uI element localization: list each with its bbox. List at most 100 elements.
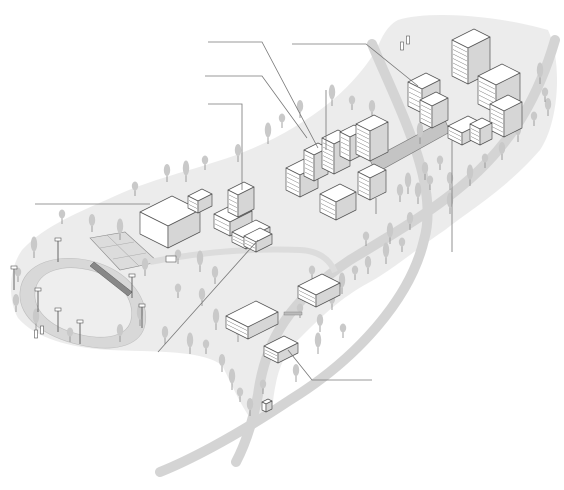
tree-icon: [436, 155, 444, 170]
tree-icon: [466, 164, 474, 186]
tree-icon: [404, 172, 412, 194]
gate-icon: [406, 35, 410, 45]
tree-icon: [32, 308, 40, 330]
leader-line-2: [292, 43, 419, 87]
tree-icon: [530, 111, 538, 126]
tree-icon: [66, 327, 74, 342]
tree-icon: [163, 164, 171, 182]
floodlight-icon: [138, 303, 146, 328]
tree-icon: [446, 172, 454, 190]
building-tower-east: [451, 28, 491, 85]
leader-line-3: [205, 75, 308, 139]
floodlight-icon: [10, 265, 18, 290]
tree-icon: [396, 184, 404, 202]
tree-icon: [131, 181, 139, 196]
building-complex-east: [477, 63, 523, 138]
leader-line-1: [208, 41, 319, 149]
tree-icon: [202, 339, 210, 354]
tree-icon: [481, 153, 489, 168]
tree-icon: [308, 265, 316, 280]
tree-icon: [296, 100, 304, 118]
gate-icon: [34, 329, 38, 339]
tree-icon: [398, 237, 406, 252]
tree-icon: [14, 267, 22, 282]
leader-line-9: [287, 349, 372, 381]
tree-icon: [161, 326, 169, 344]
tree-icon: [406, 212, 414, 230]
building-arena: [139, 195, 201, 249]
tree-icon: [414, 182, 422, 204]
tree-icon: [498, 142, 506, 160]
leader-lines: [35, 41, 453, 381]
tree-icon: [316, 314, 324, 332]
tree-icon: [348, 95, 356, 110]
tree-icon: [30, 236, 38, 258]
floodlight-icon: [54, 307, 62, 332]
tree-icon: [386, 222, 394, 244]
tree-icon: [292, 364, 300, 382]
building-annex-east: [447, 115, 493, 146]
tree-icon: [536, 62, 544, 84]
tree-icon: [196, 250, 204, 272]
tree-icon: [182, 160, 190, 182]
tree-icon: [228, 368, 236, 390]
building-dormitory: [225, 300, 279, 340]
building-research-tower: [355, 114, 389, 162]
tree-icon: [382, 242, 390, 264]
tree-icon: [278, 113, 286, 128]
bleachers: [89, 261, 133, 297]
tree-icon: [314, 332, 322, 354]
floodlight-icon: [54, 237, 62, 262]
floodlight-icon: [34, 287, 42, 312]
gate-icon: [40, 325, 44, 335]
tree-layer: [12, 62, 552, 416]
service-road: [149, 246, 338, 274]
tree-icon: [116, 218, 124, 240]
tree-icon: [421, 162, 429, 180]
tree-icon: [264, 122, 272, 144]
tree-icon: [246, 398, 254, 416]
building-admin-east: [407, 72, 449, 129]
building-layer: [139, 28, 523, 413]
tree-icon: [116, 324, 124, 342]
tree-icon: [174, 249, 182, 264]
tree-icon: [338, 272, 346, 294]
tree-icon: [218, 354, 226, 372]
tree-icon: [541, 87, 549, 102]
building-research-annex: [357, 163, 387, 201]
tree-icon: [426, 175, 434, 190]
tree-icon: [58, 209, 66, 224]
tree-icon: [416, 122, 424, 144]
floodlight-icon: [76, 319, 84, 344]
leader-line-4: [208, 103, 243, 190]
parking-lot: [165, 255, 303, 316]
tree-icon: [234, 144, 242, 162]
tree-icon: [141, 258, 149, 276]
tree-icon: [446, 192, 454, 214]
leader-line-8: [157, 239, 259, 353]
tree-icon: [259, 379, 267, 394]
building-lecture-hall-west: [213, 181, 271, 250]
building-annex-small: [187, 188, 213, 214]
tree-icon: [236, 387, 244, 402]
building-lab-block-west: [243, 227, 273, 253]
tree-icon: [339, 323, 347, 338]
floodlight-icon: [128, 273, 136, 298]
tree-icon: [198, 288, 206, 306]
tree-icon: [201, 155, 209, 170]
tree-icon: [544, 98, 552, 116]
tree-icon: [328, 84, 336, 106]
building-library: [319, 183, 357, 221]
tree-icon: [88, 214, 96, 232]
building-community-hall: [297, 273, 341, 308]
tree-icon: [364, 256, 372, 274]
detail-layer: [10, 35, 410, 344]
building-service-building: [263, 335, 299, 364]
tree-icon: [362, 231, 370, 246]
tree-icon: [186, 332, 194, 354]
building-gatehouse: [261, 398, 273, 413]
gate-icon: [400, 41, 404, 51]
tree-icon: [351, 265, 359, 280]
